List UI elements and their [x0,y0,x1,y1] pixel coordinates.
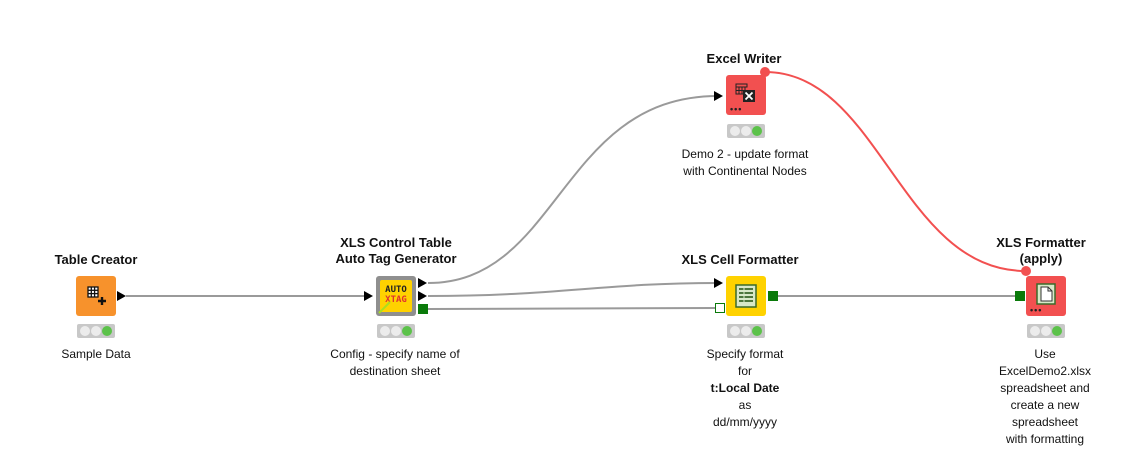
flow-variable-port[interactable] [1021,266,1031,276]
input-port-xls[interactable] [715,303,725,313]
status-traffic-light [1027,324,1065,338]
node-body[interactable] [76,276,116,316]
node-title: Excel Writer [706,51,782,66]
node-body[interactable]: ••• [1026,276,1066,316]
node-annotation[interactable]: Sample Data [61,347,131,361]
excel-x-icon [735,83,755,102]
connection-control-table-xls-port-to-cell-formatter[interactable] [427,307,717,310]
input-port-xls[interactable] [1015,291,1025,301]
status-traffic-light [727,124,765,138]
more-options-icon[interactable]: ••• [1030,305,1043,315]
node-annotation[interactable]: Config - specify name of destination she… [330,347,460,378]
output-port[interactable] [117,291,126,301]
node-title: XLS Formatter (apply) [996,235,1086,266]
node-body[interactable]: AUTO XTAG [376,276,416,316]
input-port[interactable] [714,278,723,288]
status-traffic-light [77,324,115,338]
pointer-icon [378,301,391,314]
node-body[interactable]: ••• [726,75,766,115]
flow-variable-connection-excel-writer-to-xls-formatter[interactable] [764,71,1027,272]
node-title: Table Creator [54,252,138,267]
status-traffic-light [727,324,765,338]
node-title: XLS Control Table Auto Tag Generator [335,235,457,266]
node-body[interactable] [726,276,766,316]
connection-control-table-to-cell-formatter[interactable] [427,282,719,297]
node-annotation[interactable]: Demo 2 - update format with Continental … [681,147,809,178]
node-title: XLS Cell Formatter [681,252,799,267]
table-plus-icon [87,286,106,305]
input-port[interactable] [364,291,373,301]
node-annotation[interactable]: Specify format for t:Local Date as dd/mm… [706,347,784,429]
status-traffic-light [377,324,415,338]
output-port-xls[interactable] [418,304,428,314]
output-port-1[interactable] [418,278,427,288]
input-port[interactable] [714,91,723,101]
spreadsheet-format-icon [735,284,757,308]
document-icon [1036,283,1056,305]
flow-variable-port[interactable] [760,67,770,77]
node-annotation[interactable]: Use ExcelDemo2.xlsx spreadsheet and crea… [998,347,1092,446]
connection-control-table-to-excel-writer[interactable] [427,95,719,284]
more-options-icon[interactable]: ••• [730,104,743,114]
output-port-2[interactable] [418,291,427,301]
output-port-xls[interactable] [768,291,778,301]
